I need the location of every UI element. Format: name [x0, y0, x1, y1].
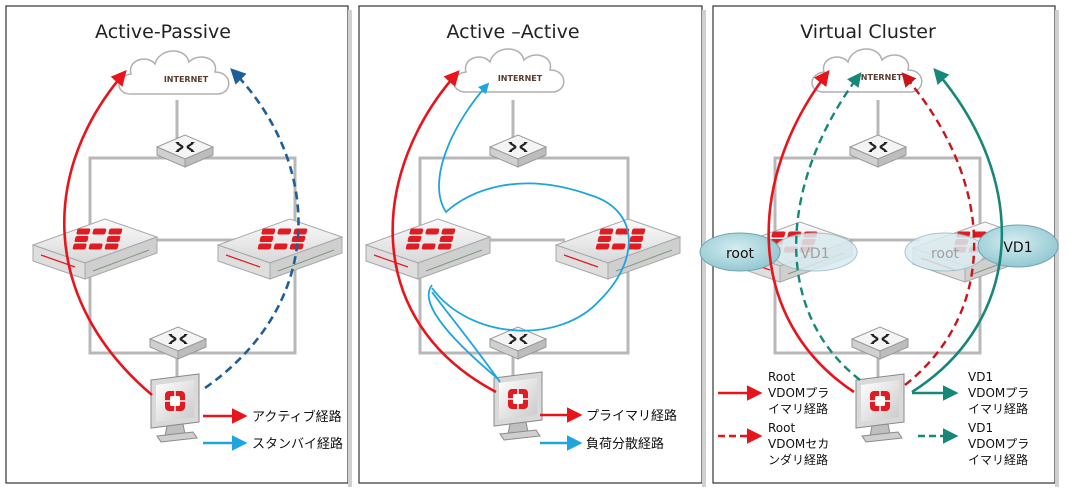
- legend: プライマリ経路 負荷分散経路: [540, 407, 677, 452]
- legend-line: イマリ経路: [968, 452, 1028, 467]
- legend-label-active: アクティブ経路: [252, 409, 342, 425]
- active-path: [63, 70, 153, 396]
- vdom-label-primary: VD1: [1003, 240, 1032, 256]
- legend-right: VD1 VDOMプラ イマリ経路 VD1 VDOMプラ イマリ経路: [912, 370, 1029, 467]
- panel-title: Virtual Cluster: [800, 21, 936, 43]
- legend-line: イマリ経路: [768, 401, 828, 416]
- legend-line: Root: [768, 370, 795, 384]
- legend-line: VD1: [968, 370, 993, 384]
- root-secondary-path: [901, 72, 976, 386]
- internet-label: INTERNET: [498, 74, 543, 83]
- legend-line: VDOMプラ: [768, 386, 829, 400]
- legend-label-standby: スタンバイ経路: [252, 436, 343, 452]
- legend-line: イマリ経路: [968, 401, 1028, 416]
- legend-label-primary: プライマリ経路: [586, 408, 677, 424]
- panel-active-passive: Active-Passive INTERNET アクティブ経路 スタンバイ経路: [5, 5, 352, 487]
- vdom-right: root VD1: [904, 224, 1059, 272]
- vdom-bubble-primary: [977, 224, 1059, 268]
- legend-line: VD1: [968, 421, 993, 435]
- internet-label: INTERNET: [858, 73, 903, 82]
- vdom-label-secondary: root: [931, 246, 960, 262]
- vd1-secondary-path: [795, 72, 862, 381]
- legend: アクティブ経路 スタンバイ経路: [203, 408, 343, 452]
- legend-line: Root: [768, 421, 795, 435]
- legend-line: ンダリ経路: [768, 452, 828, 467]
- legend-line: VDOMプラ: [968, 437, 1029, 451]
- root-primary-path: [767, 69, 855, 394]
- legend-label-load-balance: 負荷分散経路: [586, 436, 664, 452]
- legend-left: Root VDOMプラ イマリ経路 Root VDOMセカ ンダリ経路: [718, 370, 829, 467]
- vdom-label-secondary: VD1: [800, 246, 829, 262]
- legend-line: VDOMセカ: [768, 437, 829, 451]
- vdom-left: VD1 root: [699, 232, 858, 272]
- load-balance-path: [427, 284, 498, 379]
- internet-label: INTERNET: [164, 75, 209, 84]
- vd1-primary-path: [911, 68, 1004, 394]
- vdom-label-primary: root: [726, 246, 755, 262]
- panel-virtual-cluster: Virtual Cluster INTERNET VD1 root root V…: [699, 5, 1059, 487]
- vdom-bubble-primary: [699, 232, 781, 272]
- primary-path: [391, 70, 497, 394]
- panel-title: Active-Passive: [95, 21, 231, 43]
- load-balance-path: [431, 82, 630, 332]
- load-balance-path: [431, 291, 501, 383]
- standby-path: [204, 68, 300, 390]
- panel-shadow: [348, 10, 352, 487]
- panel-active-active: Active –Active INTERNET プライマリ経路 負荷分散経路: [358, 5, 706, 487]
- legend-line: VDOMプラ: [968, 386, 1029, 400]
- panel-title: Active –Active: [446, 21, 579, 43]
